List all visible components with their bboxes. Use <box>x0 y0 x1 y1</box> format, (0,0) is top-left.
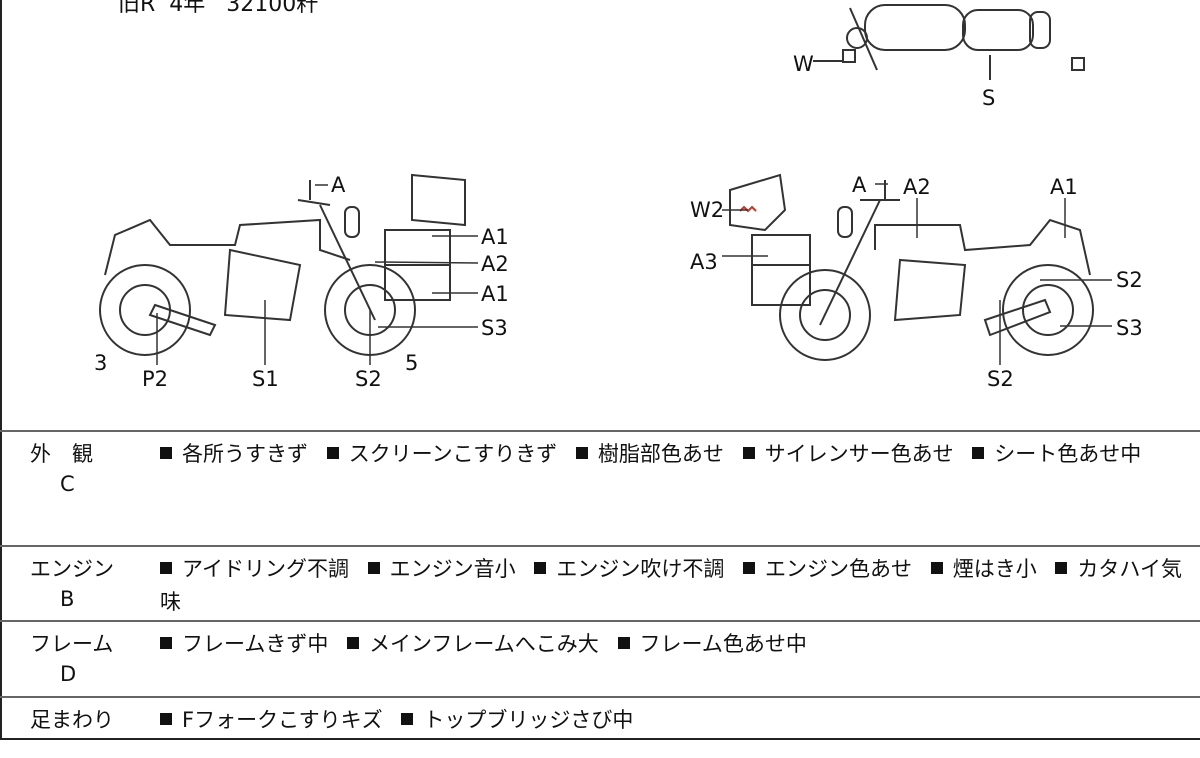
left-view-bike <box>99 173 466 356</box>
label-A: A <box>852 173 867 197</box>
label-A1: A1 <box>1050 175 1078 199</box>
label-W2: W2 <box>690 198 725 222</box>
category-label: フレーム <box>30 632 114 656</box>
label-A2: A2 <box>481 252 509 276</box>
item: 樹脂部色あせ <box>597 442 724 466</box>
category-label: エンジン <box>30 557 114 581</box>
table-row-exterior: 外 観 C 各所うすきず スクリーンこすりきず 樹脂部色あせ サイレンサー色あせ… <box>0 430 1200 546</box>
grade-label: B <box>60 587 75 611</box>
grade-label: C <box>60 472 75 496</box>
category-label: 足まわり <box>30 708 114 732</box>
label-W: W <box>793 52 814 76</box>
item-list: Fフォークこすりキズ トップブリッジさび中 <box>160 704 1188 737</box>
top-view-bike <box>813 4 1085 80</box>
label-S2: S2 <box>987 367 1014 391</box>
item: エンジン色あせ <box>765 557 913 581</box>
label-S: S <box>982 86 996 110</box>
table-row-suspension: 足まわり Fフォークこすりキズ トップブリッジさび中 <box>0 696 1200 758</box>
right-view-bike <box>729 173 1094 361</box>
label-S2: S2 <box>355 367 382 391</box>
item: スクリーンこすりきず <box>348 442 558 466</box>
label-S3: S3 <box>1116 316 1143 340</box>
label-S2: S2 <box>1116 268 1143 292</box>
item: カタハイ気味 <box>160 557 1182 614</box>
grade-label: D <box>60 662 77 686</box>
label-A2: A2 <box>903 175 931 199</box>
item: シート色あせ中 <box>994 442 1142 466</box>
label-5: 5 <box>405 351 419 375</box>
label-A1: A1 <box>481 282 509 306</box>
item-list: 各所うすきず スクリーンこすりきず 樹脂部色あせ サイレンサー色あせ シート色あ… <box>160 438 1188 471</box>
item: 煙はき小 <box>952 557 1037 581</box>
item-list: アイドリング不調 エンジン音小 エンジン吹け不調 エンジン色あせ 煙はき小 カタ… <box>160 553 1188 619</box>
motorcycle-diagrams <box>99 4 1112 365</box>
table-row-frame: フレーム D フレームきず中 メインフレームへこみ大 フレーム色あせ中 <box>0 620 1200 697</box>
label-A1: A1 <box>481 225 509 249</box>
label-3: 3 <box>94 351 108 375</box>
table-row-engine: エンジン B アイドリング不調 エンジン音小 エンジン吹け不調 エンジン色あせ … <box>0 545 1200 622</box>
item: フレーム色あせ中 <box>639 632 807 656</box>
item-list: フレームきず中 メインフレームへこみ大 フレーム色あせ中 <box>160 628 1188 661</box>
label-S3: S3 <box>481 316 508 340</box>
item: メインフレームへこみ大 <box>369 632 599 656</box>
item: サイレンサー色あせ <box>764 442 954 466</box>
item: Fフォークこすりキズ <box>182 708 383 732</box>
label-A3: A3 <box>690 250 718 274</box>
vehicle-info: 旧R 4年 32100粁 <box>118 0 319 17</box>
label-A: A <box>331 173 346 197</box>
item: エンジン音小 <box>389 557 516 581</box>
item: トップブリッジさび中 <box>423 708 634 732</box>
category-label: 外 観 <box>30 442 93 466</box>
label-P2: P2 <box>142 367 169 391</box>
item: フレームきず中 <box>182 632 329 656</box>
label-S1: S1 <box>252 367 279 391</box>
item: エンジン吹け不調 <box>556 557 725 581</box>
item: アイドリング不調 <box>182 557 349 581</box>
item: 各所うすきず <box>182 442 308 466</box>
